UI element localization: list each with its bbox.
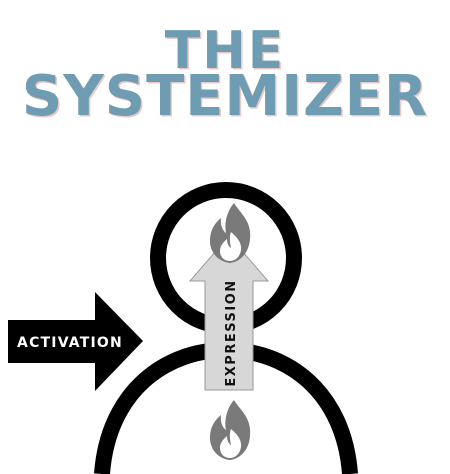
title-line-2: SYSTEMIZER (21, 64, 429, 129)
flame-icon (210, 203, 251, 263)
activation-label: ACTIVATION (17, 335, 123, 351)
title-line-1: THE (164, 21, 286, 81)
expression-label: EXPRESSION (224, 279, 239, 386)
flame-icon (210, 400, 251, 460)
activation-arrow (8, 292, 143, 391)
expression-arrow (188, 235, 270, 391)
